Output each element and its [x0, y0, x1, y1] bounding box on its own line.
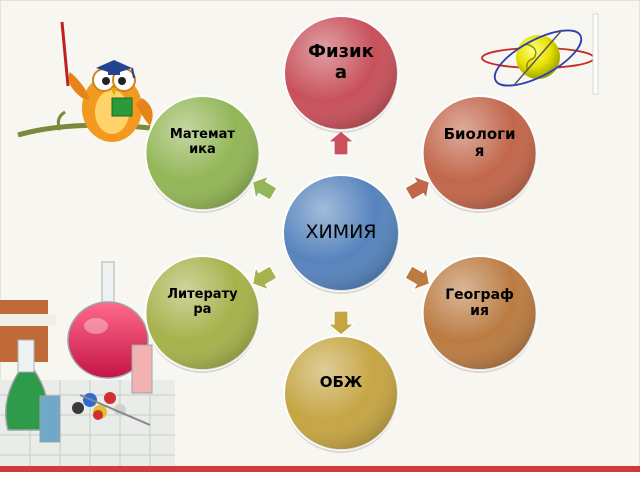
label-geography: География	[445, 286, 514, 319]
label-physics: Физика	[308, 41, 374, 83]
node-literature	[144, 255, 261, 373]
label-literature: Литература	[167, 287, 238, 317]
node-biology	[421, 95, 538, 213]
connector-arrow-math	[251, 175, 278, 201]
node-physics	[283, 15, 399, 133]
lab-flasks-icon	[0, 261, 175, 475]
connector-arrow-obzh	[326, 310, 356, 336]
connector-arrow-literature	[251, 265, 278, 291]
owl-teacher-icon	[17, 21, 153, 142]
node-math	[144, 95, 261, 213]
globe-orbit-icon	[481, 13, 599, 95]
connector-arrow-biology	[404, 175, 431, 201]
connector-arrow-geography	[404, 265, 431, 291]
label-obzh: ОБЖ	[319, 373, 363, 392]
label-math: Математика	[169, 127, 235, 157]
label-biology: Биология	[443, 124, 516, 160]
node-geography	[421, 255, 538, 373]
connector-arrow-physics	[326, 130, 356, 156]
node-obzh	[283, 335, 399, 453]
label-center: ХИМИЯ	[305, 221, 377, 244]
node-center	[282, 174, 400, 294]
